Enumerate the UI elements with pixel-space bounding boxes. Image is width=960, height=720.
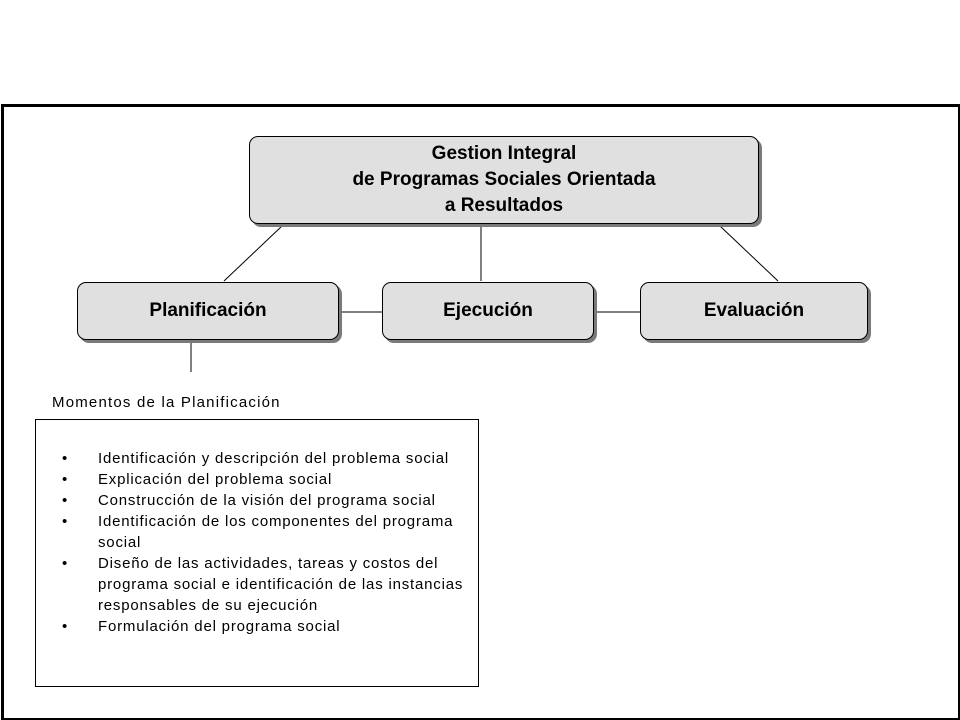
bullet-icon: • (62, 618, 69, 635)
connector-root-evaluacion (719, 225, 779, 282)
diagram-frame (1, 104, 960, 720)
list-item-text: Identificación y descripción del problem… (98, 450, 450, 467)
root-node: Gestion Integral de Programas Sociales O… (249, 136, 759, 224)
list-item: • Identificación y descripción del proble… (36, 448, 478, 469)
moments-list: • Identificación y descripción del proble… (36, 448, 478, 637)
list-item-text: Formulación del programa social (98, 618, 341, 635)
bullet-icon: • (62, 555, 69, 572)
bullet-icon: • (62, 471, 69, 488)
list-item: • Diseño de las actividades, tareas y cos… (36, 553, 478, 616)
list-item: • Explicación del problema social (36, 469, 478, 490)
list-item: • Construcción de la visión del programa … (36, 490, 478, 511)
root-node-line: Gestion Integral (431, 143, 577, 164)
phase-node-planificacion: Planificación (77, 282, 339, 340)
moments-heading: Momentos de la Planificación (52, 394, 281, 411)
list-item-text: Explicación del problema social (98, 471, 333, 488)
bullet-icon: • (62, 513, 69, 530)
list-item: • Formulación del programa social (36, 616, 478, 637)
root-node-line: de Programas Sociales Orientada (352, 169, 656, 190)
list-item-text: Identificación de los componentes del pr… (98, 513, 454, 551)
root-node-line: a Resultados (444, 195, 564, 216)
phase-node-ejecucion: Ejecución (382, 282, 594, 340)
phase-node-evaluacion: Evaluación (640, 282, 868, 340)
connector-root-planificacion (223, 225, 283, 282)
list-item-text: Diseño de las actividades, tareas y cost… (98, 555, 464, 614)
bullet-icon: • (62, 450, 69, 467)
moments-box: • Identificación y descripción del proble… (35, 419, 479, 687)
list-item-text: Construcción de la visión del programa s… (98, 492, 436, 509)
list-item: • Identificación de los componentes del p… (36, 511, 478, 553)
bullet-icon: • (62, 492, 69, 509)
